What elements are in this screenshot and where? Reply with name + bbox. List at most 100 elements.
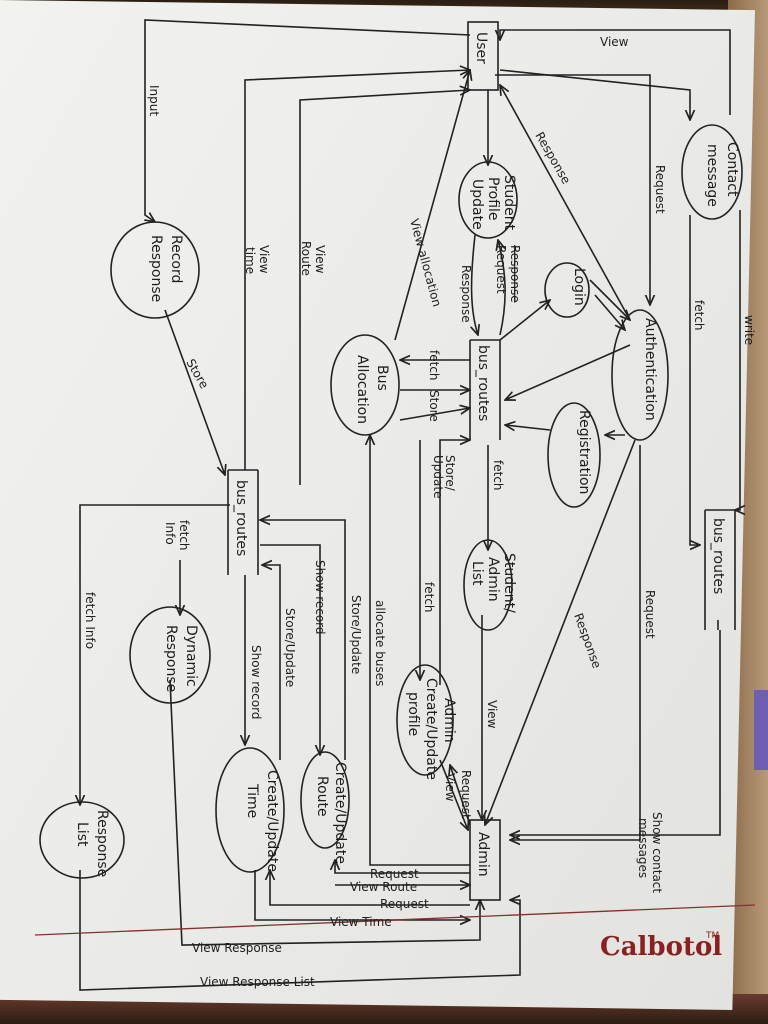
node-student-profile: Student Profile Update bbox=[469, 175, 517, 231]
edge-label-response-auth-admin: Response bbox=[571, 611, 604, 670]
process-authentication-shape bbox=[611, 309, 669, 441]
edge-store-update-center bbox=[439, 440, 470, 685]
edge-registration-busroutes bbox=[505, 425, 551, 430]
edge-label-allocate-buses: allocate buses bbox=[373, 600, 387, 686]
edge-show-contact-messages bbox=[510, 630, 721, 835]
brand-name: Calbotol bbox=[600, 932, 722, 962]
node-bus-allocation-line2: Allocation bbox=[354, 355, 370, 424]
node-record-response-line2: Response bbox=[148, 235, 164, 302]
edge-label-view-response-list: View Response List bbox=[200, 975, 315, 989]
node-record-response-line1: Record bbox=[168, 235, 184, 283]
edge-label-response-user-auth: Response bbox=[532, 130, 573, 187]
edge-view-allocation bbox=[394, 70, 470, 341]
edge-fetch-contact bbox=[689, 215, 700, 545]
edge-label-sp-response: Response bbox=[459, 265, 473, 323]
edge-label-view-route-line1: View bbox=[313, 245, 327, 274]
node-user-label: User bbox=[473, 32, 489, 64]
edge-view-top bbox=[500, 29, 731, 115]
process-response-list-shape bbox=[39, 801, 125, 879]
edge-label-fetch-center: fetch bbox=[491, 460, 505, 491]
node-dynamic-response-line1: Dynamic bbox=[183, 625, 199, 687]
edge-label-store-update-time: Store/Update bbox=[283, 608, 297, 687]
process-student-admin-list-shape bbox=[463, 539, 513, 631]
process-registration-shape bbox=[547, 402, 601, 508]
edge-label-store-update-center-line1: Store/ bbox=[443, 455, 457, 492]
edge-label-request-profile: Request bbox=[459, 770, 473, 819]
edge-request-route bbox=[335, 860, 470, 874]
edge-label-view-admin-list: View bbox=[485, 700, 499, 729]
edge-label-sp-request: Request bbox=[494, 245, 508, 294]
edge-label-request-route: Request bbox=[370, 867, 419, 881]
node-dynamic-response-line2: Response bbox=[163, 625, 179, 692]
edge-auth-busroutes bbox=[505, 344, 631, 400]
process-login-shape bbox=[544, 262, 590, 318]
datastore-bus-routes-right-shape bbox=[704, 509, 736, 630]
edge-request-auth-admin bbox=[510, 445, 641, 840]
edge-label-store-update-route: Store/Update bbox=[349, 595, 363, 674]
node-admin-profile-line2: Create/Update bbox=[423, 678, 439, 780]
node-shapes bbox=[39, 21, 743, 901]
edge-view-time-admin bbox=[254, 870, 470, 920]
edge-label-request-user-auth: Request bbox=[653, 165, 667, 214]
edge-view-response bbox=[169, 679, 480, 946]
edge-store-update-time bbox=[262, 565, 281, 760]
datastore-bus-routes-left-shape bbox=[227, 469, 259, 575]
edge-label-view-profile: View bbox=[443, 773, 457, 802]
entity-user-box bbox=[467, 21, 499, 91]
edge-label-fetch-info-long: fetch Info bbox=[83, 592, 97, 649]
node-response-list: Response List bbox=[74, 810, 110, 877]
node-create-time: Create/Update Time bbox=[244, 770, 280, 872]
edge-label-sp-response-struck: Response bbox=[508, 245, 522, 303]
entity-admin-box bbox=[469, 819, 501, 901]
node-record-response: Record Response bbox=[148, 235, 184, 302]
node-student-profile-line1: Student bbox=[501, 175, 517, 231]
edge-label-fetch-info: fetch Info bbox=[163, 520, 191, 551]
edge-allocate-buses bbox=[370, 435, 470, 866]
edge-fetch-info-long bbox=[80, 504, 230, 805]
edge-login bbox=[499, 300, 550, 341]
node-create-route: Create/Update Route bbox=[314, 762, 348, 864]
edge-store-update-route bbox=[260, 520, 346, 760]
edge-label-request-time: Request bbox=[380, 897, 429, 911]
edge-label-fetch-contact: fetch bbox=[692, 300, 706, 331]
edge-label-fetch-alloc: fetch bbox=[427, 350, 441, 381]
process-admin-profile-shape bbox=[396, 664, 454, 776]
node-admin-profile: Admin Create/Update profile bbox=[405, 678, 457, 780]
process-bus-allocation-shape bbox=[330, 334, 400, 436]
edge-show-record-route bbox=[260, 544, 320, 755]
node-bus-routes-right-label: bus_routes bbox=[710, 518, 726, 594]
edge-label-show-contact-messages-line2: messages bbox=[636, 818, 650, 878]
node-bus-routes-left-label: bus_routes bbox=[233, 480, 249, 556]
edge-label-store-update-center-line2: Update bbox=[431, 455, 445, 498]
edge-label-store-update-center: Store/ Update bbox=[431, 455, 457, 498]
edge-request-auth bbox=[495, 74, 650, 305]
node-contact-message-line1: Contact bbox=[724, 142, 740, 197]
brand-logo: Calbotol TM bbox=[600, 931, 722, 962]
node-student-admin-list-line1: Student/ bbox=[501, 553, 517, 613]
edge-response-auth bbox=[500, 85, 631, 321]
node-bus-routes-center-label: bus_routes bbox=[475, 345, 491, 421]
process-dynamic-response-shape bbox=[129, 606, 211, 704]
node-bus-allocation: Bus Allocation bbox=[354, 355, 390, 424]
edge-view-route bbox=[299, 90, 470, 485]
edge-request-time bbox=[270, 870, 470, 906]
edge-view-response-list bbox=[79, 870, 521, 991]
process-record-response-shape bbox=[110, 221, 200, 319]
node-admin-profile-line1: Admin bbox=[441, 698, 457, 743]
node-dynamic-response: Dynamic Response bbox=[163, 625, 199, 692]
node-admin-label: Admin bbox=[475, 832, 491, 877]
datastore-bus-routes-center-shape bbox=[469, 339, 501, 440]
edge-login-auth bbox=[589, 279, 630, 320]
paper-red-margin bbox=[34, 904, 756, 936]
node-student-admin-list: Student/ Admin List bbox=[469, 553, 517, 613]
edge-label-view-route-admin: View Route bbox=[350, 880, 417, 894]
node-contact-message-line2: message bbox=[704, 144, 720, 207]
node-response-list-line2: List bbox=[74, 822, 90, 847]
node-labels: User Admin Contact message Student Profi… bbox=[74, 32, 740, 877]
edge-label-fetch-left: fetch bbox=[422, 582, 436, 613]
edge-login-auth-2 bbox=[594, 294, 625, 330]
node-bus-allocation-line1: Bus bbox=[374, 365, 390, 391]
node-student-profile-line3: Update bbox=[469, 179, 485, 230]
edge-store-record bbox=[164, 309, 225, 475]
